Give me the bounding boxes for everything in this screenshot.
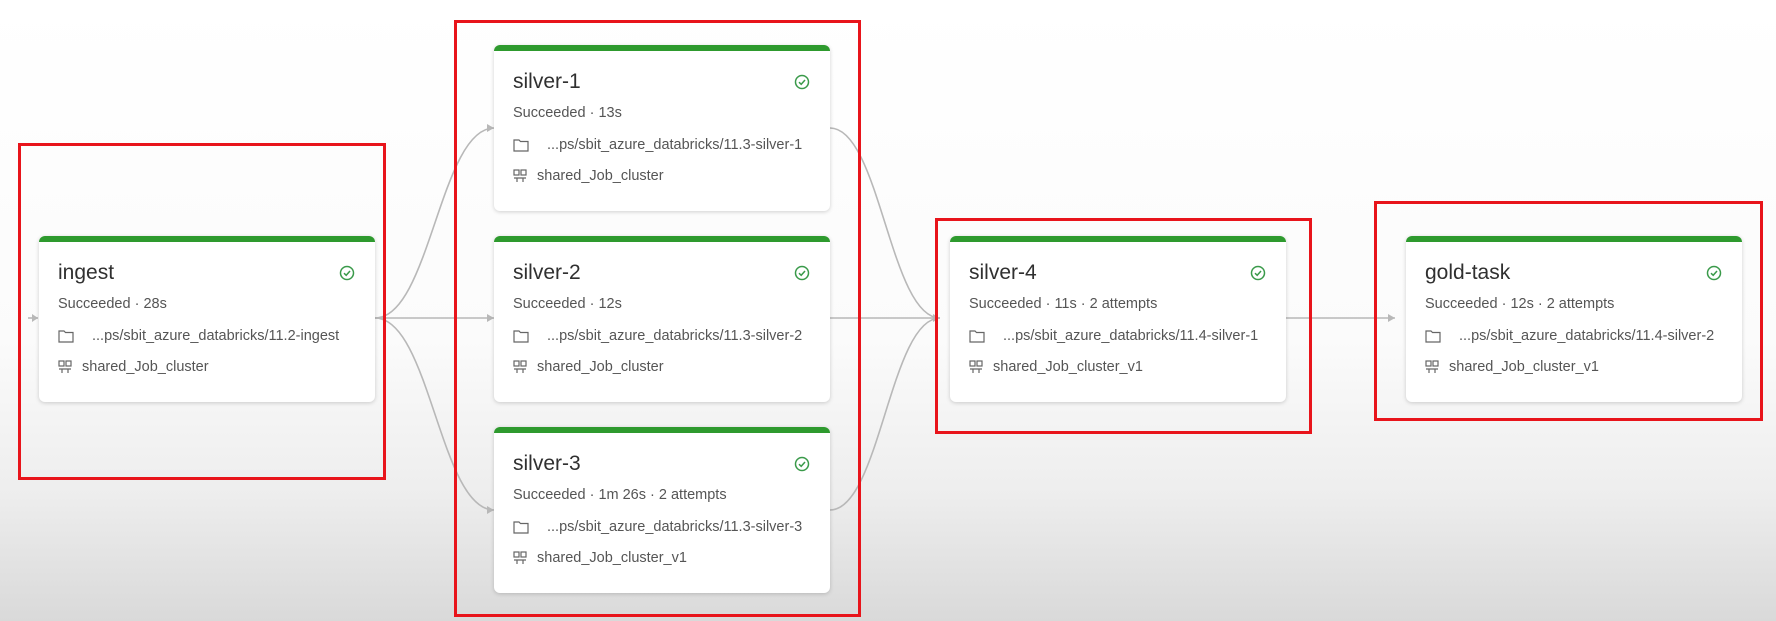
arrowhead [32, 314, 38, 322]
task-title[interactable]: silver-4 [969, 261, 1037, 284]
status-bar [494, 236, 830, 242]
check-circle-icon [1250, 265, 1266, 281]
status-bar [950, 236, 1286, 242]
status-bar [39, 236, 375, 242]
task-card-ingest[interactable]: ingest Succeeded · 28s ...ps/sbit_azure_… [39, 236, 375, 402]
folder-icon [969, 330, 985, 343]
status-bar [494, 45, 830, 51]
cluster-name[interactable]: shared_Job_cluster_v1 [1425, 359, 1599, 375]
task-status: Succeeded · 12s · 2 attempts [1425, 296, 1615, 312]
task-title[interactable]: gold-task [1425, 261, 1511, 284]
cluster-icon [58, 360, 72, 373]
highlight-box-silver-4 [935, 218, 1312, 434]
status-bar [1406, 236, 1742, 242]
task-title[interactable]: silver-2 [513, 261, 581, 284]
notebook-path[interactable]: ...ps/sbit_azure_databricks/11.3-silver-… [513, 328, 802, 344]
edge-ingest-silver-3 [374, 317, 495, 511]
notebook-path[interactable]: ...ps/sbit_azure_databricks/11.4-silver-… [1425, 328, 1714, 344]
edge-silver-1-silver-4 [829, 127, 941, 319]
notebook-path[interactable]: ...ps/sbit_azure_databricks/11.4-silver-… [969, 328, 1258, 344]
cluster-name[interactable]: shared_Job_cluster [513, 359, 664, 375]
task-status: Succeeded · 1m 26s · 2 attempts [513, 487, 727, 503]
arrowhead [487, 124, 494, 132]
arrowhead [487, 314, 494, 322]
highlight-box-ingest [18, 143, 386, 480]
cluster-icon [1425, 360, 1439, 373]
highlight-box-gold-task [1374, 201, 1763, 421]
cluster-icon [513, 169, 527, 182]
notebook-path[interactable]: ...ps/sbit_azure_databricks/11.3-silver-… [513, 519, 802, 535]
status-bar [494, 427, 830, 433]
check-circle-icon [794, 456, 810, 472]
task-card-silver-4[interactable]: silver-4 Succeeded · 11s · 2 attempts ..… [950, 236, 1286, 402]
check-circle-icon [1706, 265, 1722, 281]
edge-silver-3-silver-4 [829, 317, 941, 511]
edge-ingest-silver-1 [374, 127, 495, 319]
task-title[interactable]: ingest [58, 261, 115, 284]
cluster-icon [513, 360, 527, 373]
task-title[interactable]: silver-3 [513, 452, 581, 475]
task-card-silver-1[interactable]: silver-1 Succeeded · 13s ...ps/sbit_azur… [494, 45, 830, 211]
arrowhead [1388, 314, 1395, 322]
cluster-icon [969, 360, 983, 373]
check-circle-icon [339, 265, 355, 281]
cluster-icon [513, 551, 527, 564]
cluster-name[interactable]: shared_Job_cluster_v1 [513, 550, 687, 566]
check-circle-icon [794, 265, 810, 281]
folder-icon [513, 139, 529, 152]
folder-icon [1425, 330, 1441, 343]
task-card-silver-2[interactable]: silver-2 Succeeded · 12s ...ps/sbit_azur… [494, 236, 830, 402]
cluster-name[interactable]: shared_Job_cluster_v1 [969, 359, 1143, 375]
notebook-path[interactable]: ...ps/sbit_azure_databricks/11.3-silver-… [513, 137, 802, 153]
highlight-box-silver-group [454, 20, 861, 617]
check-circle-icon [794, 74, 810, 90]
task-card-gold-task[interactable]: gold-task Succeeded · 12s · 2 attempts .… [1406, 236, 1742, 402]
task-title[interactable]: silver-1 [513, 70, 581, 93]
folder-icon [58, 330, 74, 343]
notebook-path[interactable]: ...ps/sbit_azure_databricks/11.2-ingest [58, 328, 339, 344]
task-status: Succeeded · 13s [513, 105, 622, 121]
task-status: Succeeded · 11s · 2 attempts [969, 296, 1158, 312]
cluster-name[interactable]: shared_Job_cluster [58, 359, 209, 375]
arrowhead [487, 506, 494, 514]
task-status: Succeeded · 12s [513, 296, 622, 312]
task-card-silver-3[interactable]: silver-3 Succeeded · 1m 26s · 2 attempts… [494, 427, 830, 593]
folder-icon [513, 521, 529, 534]
folder-icon [513, 330, 529, 343]
cluster-name[interactable]: shared_Job_cluster [513, 168, 664, 184]
task-status: Succeeded · 28s [58, 296, 167, 312]
